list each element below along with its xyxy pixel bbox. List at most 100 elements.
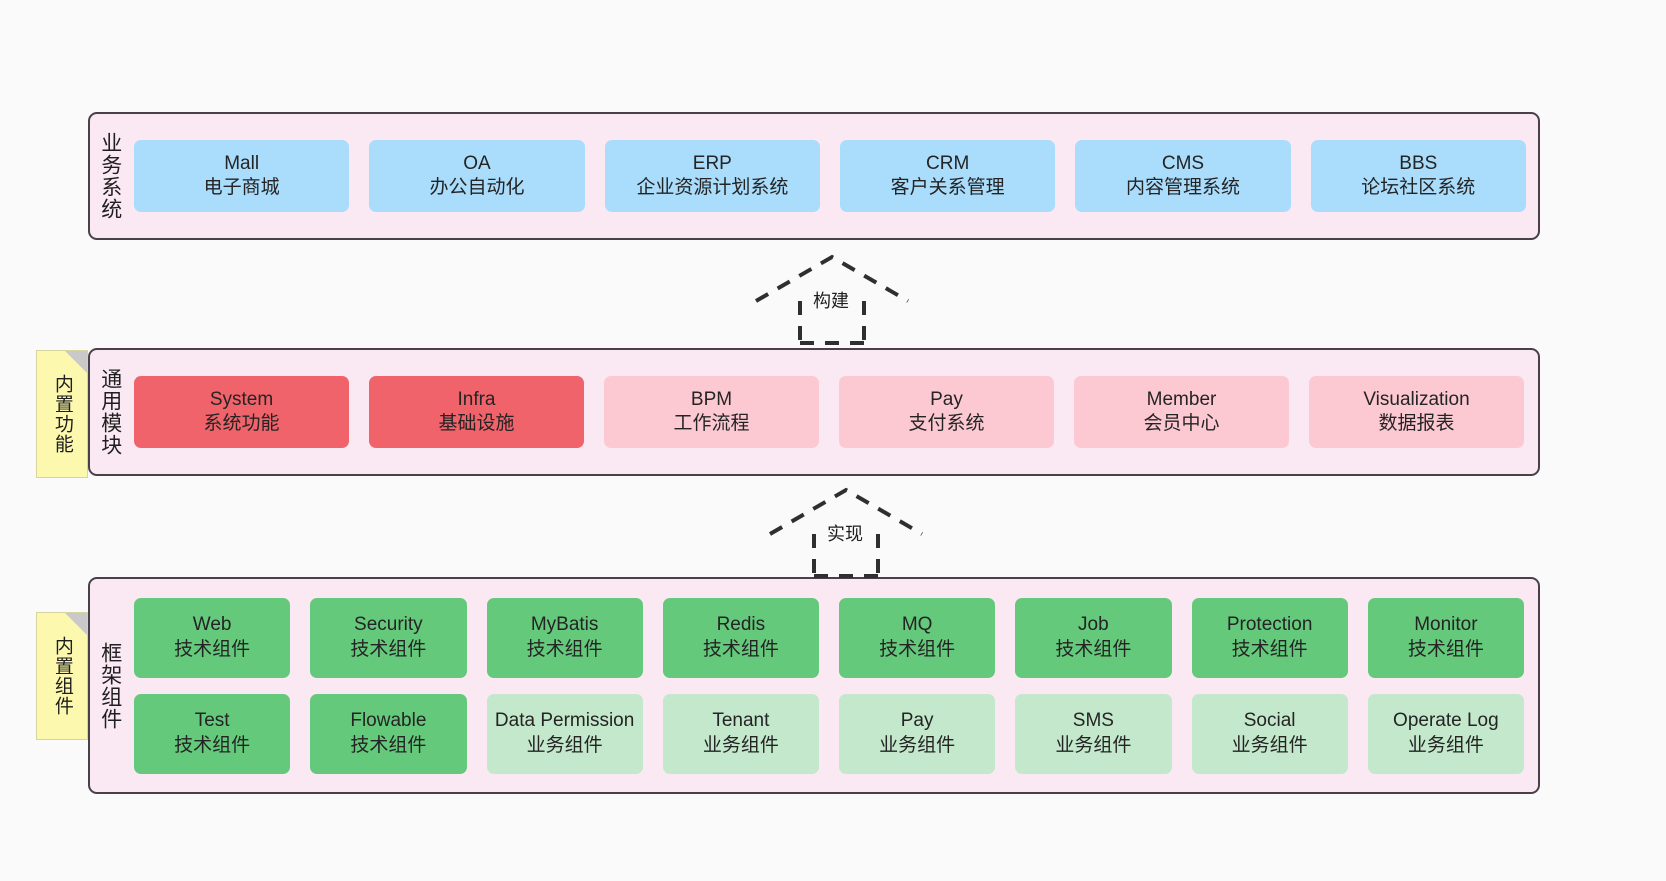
card-title: BBS bbox=[1399, 152, 1438, 174]
card-subtitle: 技术组件 bbox=[350, 734, 427, 756]
card-flowable[interactable]: Flowable 技术组件 bbox=[310, 693, 467, 774]
card-social[interactable]: Social 业务组件 bbox=[1191, 693, 1348, 774]
card-title: ERP bbox=[692, 152, 732, 174]
card-job[interactable]: Job 技术组件 bbox=[1015, 597, 1172, 678]
card-redis[interactable]: Redis 技术组件 bbox=[662, 597, 819, 678]
card-oa[interactable]: OA 办公自动化 bbox=[369, 140, 585, 212]
layer-body-framework-component: Web 技术组件 Security 技术组件 MyBatis 技术组件 Redi… bbox=[130, 579, 1538, 792]
page-fold-icon bbox=[65, 613, 87, 635]
layer-title-business-system: 业务系统 bbox=[98, 132, 122, 220]
card-row: Test 技术组件 Flowable 技术组件 Data Permission … bbox=[134, 693, 1524, 774]
card-title: Tenant bbox=[712, 710, 770, 732]
card-title: Mall bbox=[224, 152, 260, 174]
layer-body-business-system: Mall 电子商城 OA 办公自动化 ERP 企业资源计划系统 CRM 客户关系… bbox=[130, 114, 1538, 238]
card-protection[interactable]: Protection 技术组件 bbox=[1191, 597, 1348, 678]
layer-framework-component: 框架组件 Web 技术组件 Security 技术组件 MyBatis 技术组件… bbox=[88, 577, 1540, 794]
note-builtin-component: 内置组件 bbox=[36, 612, 88, 740]
card-subtitle: 工作流程 bbox=[673, 413, 750, 434]
card-operate-log[interactable]: Operate Log 业务组件 bbox=[1367, 693, 1524, 774]
card-title: Job bbox=[1078, 614, 1109, 636]
card-sms[interactable]: SMS 业务组件 bbox=[1015, 693, 1172, 774]
card-test[interactable]: Test 技术组件 bbox=[134, 693, 291, 774]
card-monitor[interactable]: Monitor 技术组件 bbox=[1367, 597, 1524, 678]
card-subtitle: 技术组件 bbox=[174, 734, 251, 756]
card-subtitle: 办公自动化 bbox=[429, 177, 525, 198]
card-tenant[interactable]: Tenant 业务组件 bbox=[662, 693, 819, 774]
card-title: Redis bbox=[716, 614, 766, 636]
card-data-permission[interactable]: Data Permission 业务组件 bbox=[486, 693, 643, 774]
card-infra[interactable]: Infra 基础设施 bbox=[369, 376, 584, 448]
card-subtitle: 技术组件 bbox=[1055, 638, 1132, 660]
card-title: CMS bbox=[1161, 152, 1205, 174]
card-title: Web bbox=[192, 614, 232, 636]
connector-implement-label: 实现 bbox=[824, 520, 866, 546]
note-label: 内置组件 bbox=[51, 636, 73, 716]
card-subtitle: 业务组件 bbox=[879, 734, 956, 756]
card-subtitle: 技术组件 bbox=[526, 638, 603, 660]
arrow-head-outline bbox=[768, 487, 924, 536]
card-subtitle: 会员中心 bbox=[1143, 413, 1220, 434]
card-subtitle: 客户关系管理 bbox=[890, 177, 1005, 198]
card-title: Test bbox=[194, 710, 230, 732]
connector-build-label: 构建 bbox=[810, 287, 852, 313]
card-title: Pay bbox=[930, 388, 963, 410]
card-mall[interactable]: Mall 电子商城 bbox=[134, 140, 350, 212]
layer-common-module: 通用模块 System 系统功能 Infra 基础设施 BPM 工作流程 Pay… bbox=[88, 348, 1540, 476]
card-cms[interactable]: CMS 内容管理系统 bbox=[1075, 140, 1291, 212]
card-mybatis[interactable]: MyBatis 技术组件 bbox=[486, 597, 643, 678]
card-subtitle: 业务组件 bbox=[1407, 734, 1484, 756]
card-subtitle: 技术组件 bbox=[1231, 638, 1308, 660]
card-title: BPM bbox=[690, 388, 733, 410]
card-subtitle: 技术组件 bbox=[702, 638, 779, 660]
card-title: Flowable bbox=[350, 710, 427, 732]
layer-body-common-module: System 系统功能 Infra 基础设施 BPM 工作流程 Pay 支付系统… bbox=[130, 350, 1538, 474]
layer-title-common-module: 通用模块 bbox=[98, 368, 122, 456]
card-title: SMS bbox=[1072, 710, 1114, 732]
card-title: MyBatis bbox=[530, 614, 599, 636]
layer-title-framework-component: 框架组件 bbox=[98, 641, 122, 730]
card-subtitle: 系统功能 bbox=[203, 413, 280, 434]
card-member[interactable]: Member 会员中心 bbox=[1074, 376, 1289, 448]
card-pay-business[interactable]: Pay 业务组件 bbox=[839, 693, 996, 774]
card-subtitle: 基础设施 bbox=[438, 413, 515, 434]
card-system[interactable]: System 系统功能 bbox=[134, 376, 349, 448]
card-row: System 系统功能 Infra 基础设施 BPM 工作流程 Pay 支付系统… bbox=[134, 376, 1524, 448]
card-title: Pay bbox=[900, 710, 934, 732]
card-title: Monitor bbox=[1414, 614, 1478, 636]
card-crm[interactable]: CRM 客户关系管理 bbox=[839, 140, 1056, 212]
card-subtitle: 内容管理系统 bbox=[1125, 177, 1240, 198]
card-security[interactable]: Security 技术组件 bbox=[310, 597, 467, 678]
card-subtitle: 电子商城 bbox=[203, 177, 280, 198]
card-title: Member bbox=[1146, 388, 1217, 410]
card-web[interactable]: Web 技术组件 bbox=[134, 597, 291, 678]
note-builtin-function: 内置功能 bbox=[36, 350, 88, 478]
card-title: System bbox=[209, 388, 274, 410]
card-row: Mall 电子商城 OA 办公自动化 ERP 企业资源计划系统 CRM 客户关系… bbox=[134, 140, 1526, 212]
card-bpm[interactable]: BPM 工作流程 bbox=[604, 376, 819, 448]
card-subtitle: 技术组件 bbox=[879, 638, 956, 660]
card-mq[interactable]: MQ 技术组件 bbox=[839, 597, 996, 678]
card-title: Protection bbox=[1226, 614, 1313, 636]
card-title: MQ bbox=[901, 614, 933, 636]
card-erp[interactable]: ERP 企业资源计划系统 bbox=[604, 140, 820, 212]
card-title: Infra bbox=[457, 388, 496, 410]
card-title: Operate Log bbox=[1393, 710, 1499, 732]
card-subtitle: 业务组件 bbox=[1055, 734, 1132, 756]
card-title: Security bbox=[354, 614, 423, 636]
card-subtitle: 支付系统 bbox=[908, 413, 985, 434]
arrow-head-outline bbox=[754, 254, 910, 303]
card-visualization[interactable]: Visualization 数据报表 bbox=[1309, 376, 1524, 448]
connector-implement-arrow: 实现 bbox=[766, 486, 926, 578]
note-label: 内置功能 bbox=[51, 374, 73, 454]
card-subtitle: 数据报表 bbox=[1378, 413, 1455, 434]
layer-business-system: 业务系统 Mall 电子商城 OA 办公自动化 ERP 企业资源计划系统 CRM… bbox=[88, 112, 1540, 240]
card-pay[interactable]: Pay 支付系统 bbox=[839, 376, 1054, 448]
arrow-shaft bbox=[812, 534, 880, 578]
card-title: CRM bbox=[926, 152, 970, 174]
card-subtitle: 技术组件 bbox=[1407, 638, 1484, 660]
card-bbs[interactable]: BBS 论坛社区系统 bbox=[1310, 140, 1526, 212]
card-title: OA bbox=[463, 152, 491, 174]
card-subtitle: 技术组件 bbox=[350, 638, 427, 660]
card-row: Web 技术组件 Security 技术组件 MyBatis 技术组件 Redi… bbox=[134, 597, 1524, 678]
